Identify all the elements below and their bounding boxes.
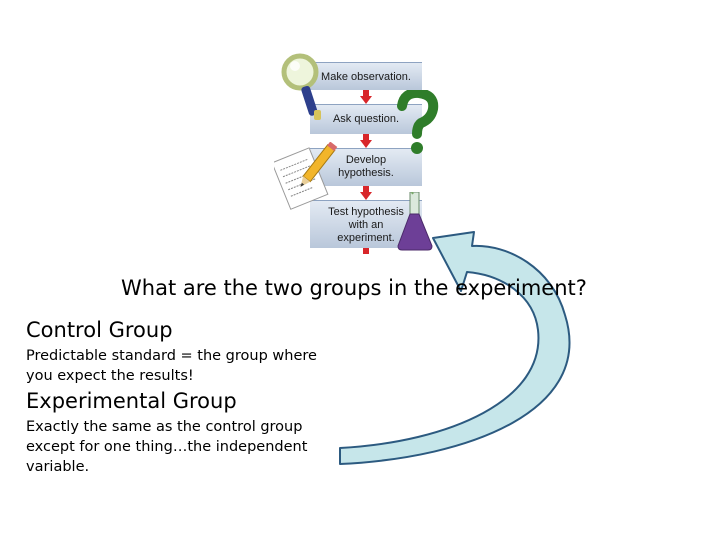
down-arrow-icon	[360, 186, 372, 200]
step-label: Develop hypothesis.	[338, 154, 394, 179]
step-test-hypothesis: Test hypothesis with an experiment.	[310, 200, 422, 248]
scientific-method-flowchart: Make observation. Ask question. Develop …	[272, 52, 444, 258]
experimental-group-heading: Experimental Group	[26, 389, 237, 413]
question-mark-icon	[397, 90, 439, 154]
step-make-observation: Make observation.	[310, 62, 422, 90]
step-develop-hypothesis: Develop hypothesis.	[310, 148, 422, 186]
control-group-description: Predictable standard = the group where y…	[26, 348, 317, 384]
flask-icon	[397, 192, 433, 251]
experimental-group-description: Exactly the same as the control group ex…	[26, 419, 308, 475]
down-arrow-stub-icon	[363, 248, 369, 254]
pencil-paper-icon	[274, 142, 338, 210]
magnifying-glass-icon	[281, 53, 321, 120]
down-arrow-icon	[360, 90, 372, 104]
slide-question: What are the two groups in the experimen…	[121, 276, 587, 300]
step-label: Test hypothesis with an experiment.	[328, 206, 404, 244]
control-group-heading: Control Group	[26, 318, 173, 342]
down-arrow-icon	[360, 134, 372, 148]
step-label: Make observation.	[321, 71, 411, 83]
step-label: Ask question.	[332, 113, 400, 125]
